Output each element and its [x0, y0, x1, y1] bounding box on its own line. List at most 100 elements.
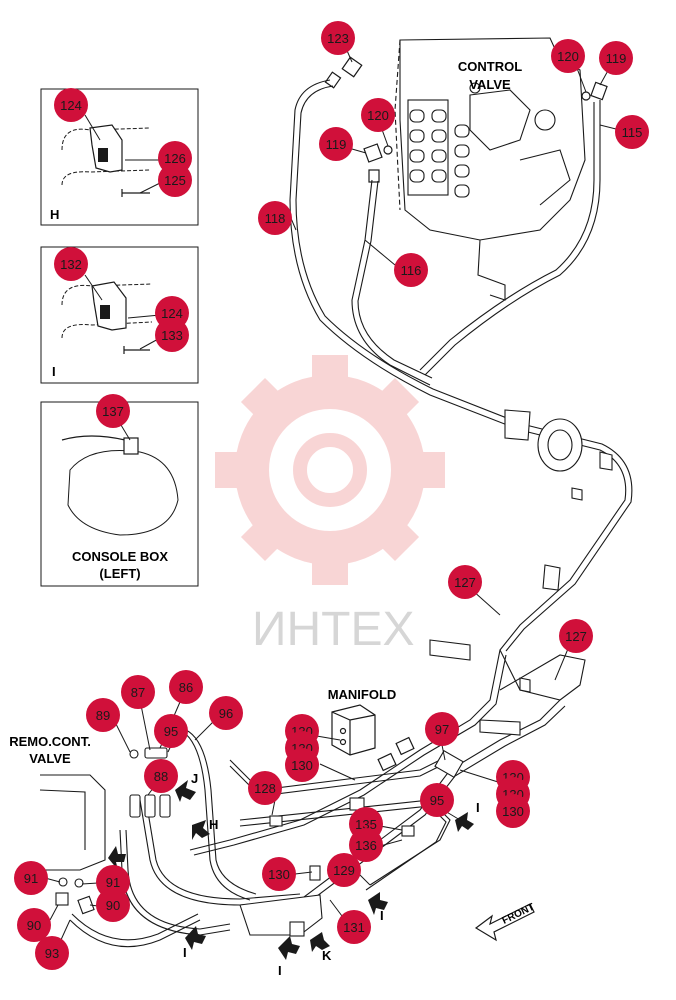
svg-text:125: 125 [164, 173, 186, 188]
svg-text:123: 123 [327, 31, 349, 46]
callout-90-left[interactable]: 90 [17, 908, 51, 942]
svg-text:89: 89 [96, 708, 110, 723]
svg-text:86: 86 [179, 680, 193, 695]
callout-131[interactable]: 131 [337, 910, 371, 944]
svg-text:87: 87 [131, 685, 145, 700]
callout-136[interactable]: 136 [349, 828, 383, 862]
detail-letter-i: I [52, 364, 56, 379]
svg-text:115: 115 [622, 125, 643, 140]
callout-130-bottom[interactable]: 130 [262, 857, 296, 891]
view-letter-k: K [322, 948, 332, 963]
remote-control-valve-body [39, 774, 106, 871]
callout-93[interactable]: 93 [35, 936, 69, 970]
callouts: 124 126 125 132 124 133 137 123 120 119 … [14, 21, 649, 970]
svg-text:97: 97 [435, 722, 449, 737]
callout-128[interactable]: 128 [248, 771, 282, 805]
callout-87[interactable]: 87 [121, 675, 155, 709]
callout-118[interactable]: 118 [258, 201, 292, 235]
svg-text:119: 119 [606, 51, 627, 66]
svg-text:95: 95 [164, 724, 178, 739]
callout-119-right[interactable]: 119 [599, 41, 633, 75]
remo-cont-valve-title-line2: VALVE [29, 751, 71, 766]
callout-89[interactable]: 89 [86, 698, 120, 732]
callout-90-right[interactable]: 90 [96, 888, 130, 922]
callout-129[interactable]: 129 [327, 853, 361, 887]
svg-text:136: 136 [355, 838, 377, 853]
callout-91-left[interactable]: 91 [14, 861, 48, 895]
svg-text:95: 95 [430, 793, 444, 808]
svg-text:137: 137 [102, 404, 124, 419]
svg-text:90: 90 [106, 898, 120, 913]
svg-text:120: 120 [557, 49, 579, 64]
watermark-gear-logo [215, 355, 445, 585]
console-box-title-line1: CONSOLE BOX [72, 549, 168, 564]
callout-96[interactable]: 96 [209, 696, 243, 730]
lower-piping [69, 729, 451, 948]
svg-text:124: 124 [161, 306, 183, 321]
svg-text:116: 116 [401, 263, 422, 278]
callout-116[interactable]: 116 [394, 253, 428, 287]
svg-text:130: 130 [268, 867, 290, 882]
svg-text:129: 129 [333, 863, 355, 878]
control-valve-fittings [324, 56, 608, 183]
view-letter-i-right: I [476, 800, 480, 815]
svg-text:88: 88 [154, 769, 168, 784]
svg-text:130: 130 [291, 758, 313, 773]
manifold-block [331, 704, 415, 772]
svg-text:130: 130 [502, 804, 524, 819]
svg-text:126: 126 [164, 151, 186, 166]
callout-86[interactable]: 86 [169, 670, 203, 704]
view-letter-i-left: I [183, 945, 187, 960]
callout-115[interactable]: 115 [615, 115, 649, 149]
callout-127-upper[interactable]: 127 [448, 565, 482, 599]
svg-text:133: 133 [161, 328, 183, 343]
callout-120-right[interactable]: 120 [551, 39, 585, 73]
callout-130-manifold-3[interactable]: 130 [285, 748, 319, 782]
svg-text:131: 131 [343, 920, 365, 935]
lower-fittings [55, 747, 464, 937]
svg-text:93: 93 [45, 946, 59, 961]
callout-119-center[interactable]: 119 [319, 127, 353, 161]
callout-95-right[interactable]: 95 [420, 783, 454, 817]
svg-text:96: 96 [219, 706, 233, 721]
front-label: FRONT [500, 902, 536, 927]
callout-123[interactable]: 123 [321, 21, 355, 55]
svg-text:90: 90 [27, 918, 41, 933]
control-valve-title-line1: CONTROL [458, 59, 522, 74]
manifold-title: MANIFOLD [328, 687, 397, 702]
callout-137[interactable]: 137 [96, 394, 130, 428]
control-valve-title-line2: VALVE [469, 77, 511, 92]
callout-120-center[interactable]: 120 [361, 98, 395, 132]
callout-127-lower[interactable]: 127 [559, 619, 593, 653]
view-letter-i-bottom: I [278, 963, 282, 978]
svg-text:135: 135 [355, 817, 377, 832]
callout-95-left[interactable]: 95 [154, 714, 188, 748]
svg-text:91: 91 [24, 871, 38, 886]
svg-text:120: 120 [367, 108, 389, 123]
svg-text:132: 132 [60, 257, 82, 272]
detail-box-i: I [40, 246, 199, 384]
watermark-text: ИНТЕХ [252, 603, 415, 656]
pipe-brackets [429, 409, 613, 736]
callout-132[interactable]: 132 [54, 247, 88, 281]
detail-letter-h: H [50, 207, 59, 222]
front-direction-arrow: FRONT [474, 902, 536, 942]
svg-text:91: 91 [106, 875, 120, 890]
callout-125[interactable]: 125 [158, 163, 192, 197]
callout-124[interactable]: 124 [54, 88, 88, 122]
svg-text:124: 124 [60, 98, 82, 113]
callout-88[interactable]: 88 [144, 759, 178, 793]
callout-97[interactable]: 97 [425, 712, 459, 746]
console-box-title-line2: (LEFT) [99, 566, 140, 581]
callout-133[interactable]: 133 [155, 318, 189, 352]
view-letter-i-mid: I [380, 908, 384, 923]
remo-cont-valve-title-line1: REMO.CONT. [9, 734, 91, 749]
svg-text:118: 118 [265, 211, 286, 226]
view-arrows [108, 780, 474, 960]
callout-130-right-3[interactable]: 130 [496, 794, 530, 828]
svg-text:119: 119 [326, 137, 347, 152]
detail-box-console: CONSOLE BOX (LEFT) [40, 401, 199, 587]
view-letter-h: H [209, 817, 218, 832]
view-letter-j: J [191, 771, 198, 786]
